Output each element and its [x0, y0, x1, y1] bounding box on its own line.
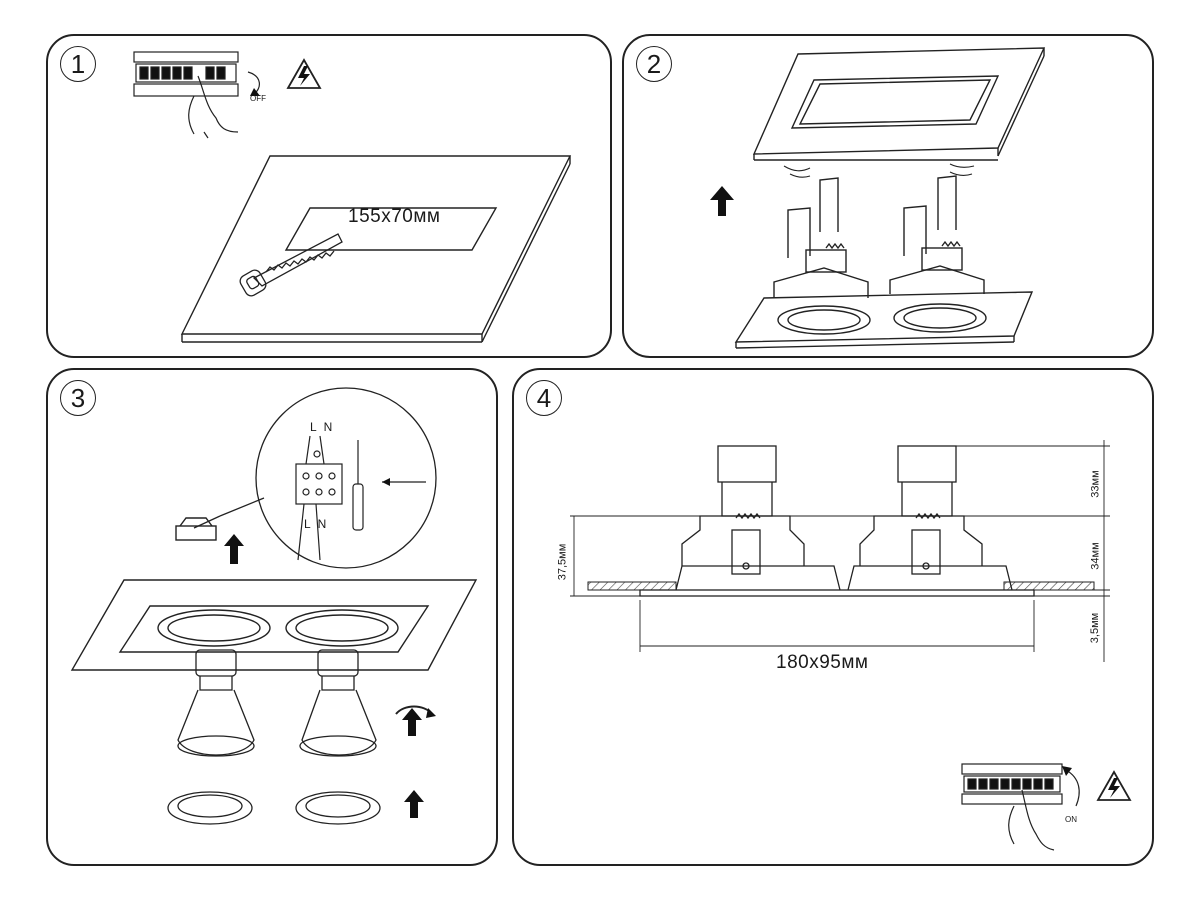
light-fixture-side-view: [639, 445, 1035, 597]
arrow-up-icon: [404, 790, 424, 818]
arrow-up-icon: [224, 534, 244, 564]
step-1-drawing: [133, 51, 572, 343]
cutout-size-label: 155x70мм: [348, 206, 441, 227]
hand-icon: [1008, 789, 1055, 851]
dim-33-label: 33мм: [1089, 470, 1102, 498]
fixture-size-label: 180x95мм: [776, 652, 869, 673]
high-voltage-warning-icon: [1096, 770, 1132, 801]
lamp-gu10-right: [299, 649, 377, 757]
dimension-lines: [570, 440, 1110, 662]
ceiling-board: [752, 47, 1046, 161]
circuit-breaker-icon: [133, 51, 239, 97]
dim-34-label: 34мм: [1089, 542, 1102, 570]
saw-icon: [239, 233, 343, 297]
step-number: 1: [60, 46, 96, 82]
ceiling-board: [180, 155, 572, 343]
step-3-drawing: [70, 387, 478, 825]
step-number: 2: [636, 46, 672, 82]
step-number: 3: [60, 380, 96, 416]
switch-off-label: OFF: [250, 94, 266, 103]
wire-label-bottom: L N: [304, 517, 329, 531]
retaining-rings: [167, 791, 381, 825]
dim-375-label: 37,5мм: [556, 543, 569, 581]
lamp-gu10-left: [177, 649, 255, 757]
dim-35-label: 3,5мм: [1089, 612, 1102, 644]
step-1-panel: 1: [46, 34, 612, 358]
step-4-drawing: [570, 440, 1132, 851]
arrow-up-icon: [402, 708, 422, 736]
hand-icon: [188, 75, 239, 139]
step-4-panel: 4: [512, 368, 1154, 866]
switch-on-label: ON: [1065, 815, 1077, 824]
terminal-block-icon: [295, 435, 343, 561]
screwdriver-icon: [352, 440, 364, 531]
light-fixture: [734, 175, 1034, 349]
light-fixture: [70, 579, 478, 671]
step-2-panel: 2: [622, 34, 1154, 358]
circuit-breaker-icon: [961, 763, 1063, 805]
step-3-panel: 3: [46, 368, 498, 866]
arrow-up-icon: [710, 186, 734, 216]
step-2-drawing: [710, 47, 1046, 349]
wire-label-top: L N: [310, 420, 335, 434]
step-number: 4: [526, 380, 562, 416]
high-voltage-warning-icon: [286, 58, 322, 89]
